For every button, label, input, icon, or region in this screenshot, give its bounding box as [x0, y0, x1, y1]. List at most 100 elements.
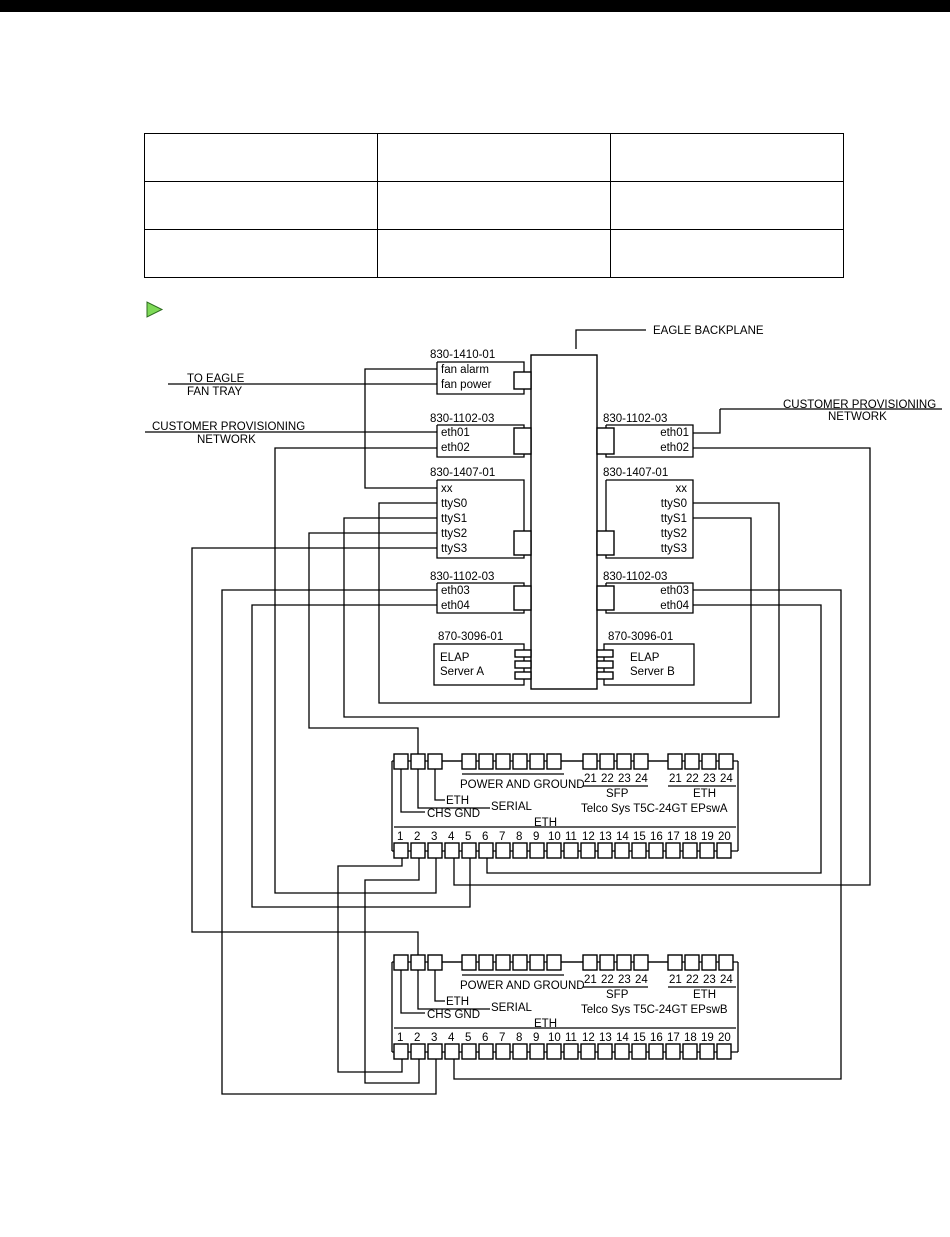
port-box [461, 954, 477, 971]
cable-line [378, 502, 752, 704]
port-box [529, 954, 545, 971]
port-box [461, 1043, 477, 1060]
eth-port-number: 5 [465, 1032, 471, 1044]
fan-tray-label: TO EAGLE [187, 373, 245, 385]
port-box [410, 1043, 426, 1060]
port-box [614, 1043, 630, 1060]
port-box [427, 753, 443, 770]
port-box [631, 1043, 647, 1060]
eth-bottom-label: ETH [534, 817, 557, 829]
chs-gnd-label: CHS GND [427, 808, 480, 820]
switch-top-ports [393, 753, 734, 770]
port-box [427, 842, 443, 859]
card-port-label: eth03 [660, 585, 689, 597]
card-part-label: 870-3096-01 [438, 631, 503, 643]
eth-port-number: 11 [565, 831, 577, 843]
port-box [648, 1043, 664, 1060]
card-outline [436, 479, 525, 559]
cpn-left-label: NETWORK [197, 434, 256, 446]
port-box [393, 753, 409, 770]
port-box [427, 1043, 443, 1060]
card-outline [436, 424, 525, 458]
card-port-label: eth03 [441, 585, 470, 597]
port-box [699, 842, 715, 859]
card-port-label: Server A [440, 666, 484, 678]
card-part-label: 830-1102-03 [430, 413, 494, 425]
card-connector [596, 530, 615, 556]
card-connector [596, 427, 615, 455]
eth-port-number: 9 [533, 1032, 539, 1044]
eth-port-number: 14 [616, 1032, 629, 1044]
empty-table [144, 133, 844, 278]
lead-line [400, 970, 425, 1014]
port-box [444, 1043, 460, 1060]
port-box [563, 1043, 579, 1060]
cpn-right-label: CUSTOMER PROVISIONING [783, 399, 936, 411]
card-port-label: ttyS3 [661, 543, 687, 555]
card-port-label: eth04 [660, 600, 689, 612]
eth-port-number: 15 [633, 831, 646, 843]
eth-port-number: 13 [599, 1032, 612, 1044]
card-port-label: ttyS0 [441, 498, 467, 510]
eth-port-number: 19 [701, 1032, 714, 1044]
card-port-label: fan power [441, 379, 492, 391]
card-port-label: Server B [630, 666, 675, 678]
port-box [529, 842, 545, 859]
card-connector [513, 427, 532, 455]
port-box [495, 954, 511, 971]
port-box [427, 954, 443, 971]
port-box [546, 1043, 562, 1060]
eth-port-number: 18 [684, 1032, 697, 1044]
card-part-label: 870-3096-01 [608, 631, 673, 643]
port-box [718, 954, 734, 971]
card-connector [514, 649, 532, 658]
card-port-label: eth01 [660, 427, 689, 439]
port-box [616, 753, 632, 770]
cable-line [693, 409, 721, 434]
backplane-label: EAGLE BACKPLANE [653, 325, 764, 337]
card-port-label: xx [676, 483, 688, 495]
port-box [648, 842, 664, 859]
eth-port-number: 5 [465, 831, 471, 843]
table-cell [610, 181, 844, 230]
switch-name: Telco Sys T5C-24GT EPswA [581, 803, 728, 815]
sfp-port-number: 21 [584, 974, 597, 986]
eth-port-number: 15 [633, 1032, 646, 1044]
port-box [614, 842, 630, 859]
header-bar [0, 0, 950, 12]
card-part-label: 830-1407-01 [430, 467, 495, 479]
switch-bottom-ports [393, 1043, 732, 1060]
card-port-label: ttyS2 [661, 528, 687, 540]
eth-port-number: 3 [431, 831, 437, 843]
backplane-leader [575, 329, 646, 349]
port-box [393, 842, 409, 859]
cable-line [453, 589, 842, 1080]
card-port-label: ELAP [630, 652, 660, 664]
port-box [478, 842, 494, 859]
eth-port-number: 18 [684, 831, 697, 843]
eth-port-number: 17 [667, 1032, 680, 1044]
port-box [667, 753, 683, 770]
port-box [599, 954, 615, 971]
card-connector [513, 585, 532, 611]
cable-line [191, 547, 437, 955]
power-ground-label: POWER AND GROUND [460, 980, 585, 992]
eth-bottom-label: ETH [534, 1018, 557, 1030]
sfp-port-number: 22 [601, 773, 614, 785]
card-part-label: 830-1407-01 [603, 467, 668, 479]
eth-port-number: 4 [448, 1032, 455, 1044]
port-box [495, 1043, 511, 1060]
switch-top-ports [393, 954, 734, 971]
port-box [665, 842, 681, 859]
sfp-label: SFP [606, 788, 629, 800]
switch-bottom-ports [393, 842, 732, 859]
eth-port-number: 13 [599, 831, 612, 843]
eth-port-number: 7 [499, 831, 505, 843]
port-box [716, 842, 732, 859]
eth-port-number: 6 [482, 831, 488, 843]
port-box [512, 753, 528, 770]
eth-small-label: ETH [446, 996, 469, 1008]
switch-b: POWER AND GROUND 21 22 23 24 SFP 21 22 2… [391, 954, 739, 1060]
port-box [631, 842, 647, 859]
port-box [699, 1043, 715, 1060]
